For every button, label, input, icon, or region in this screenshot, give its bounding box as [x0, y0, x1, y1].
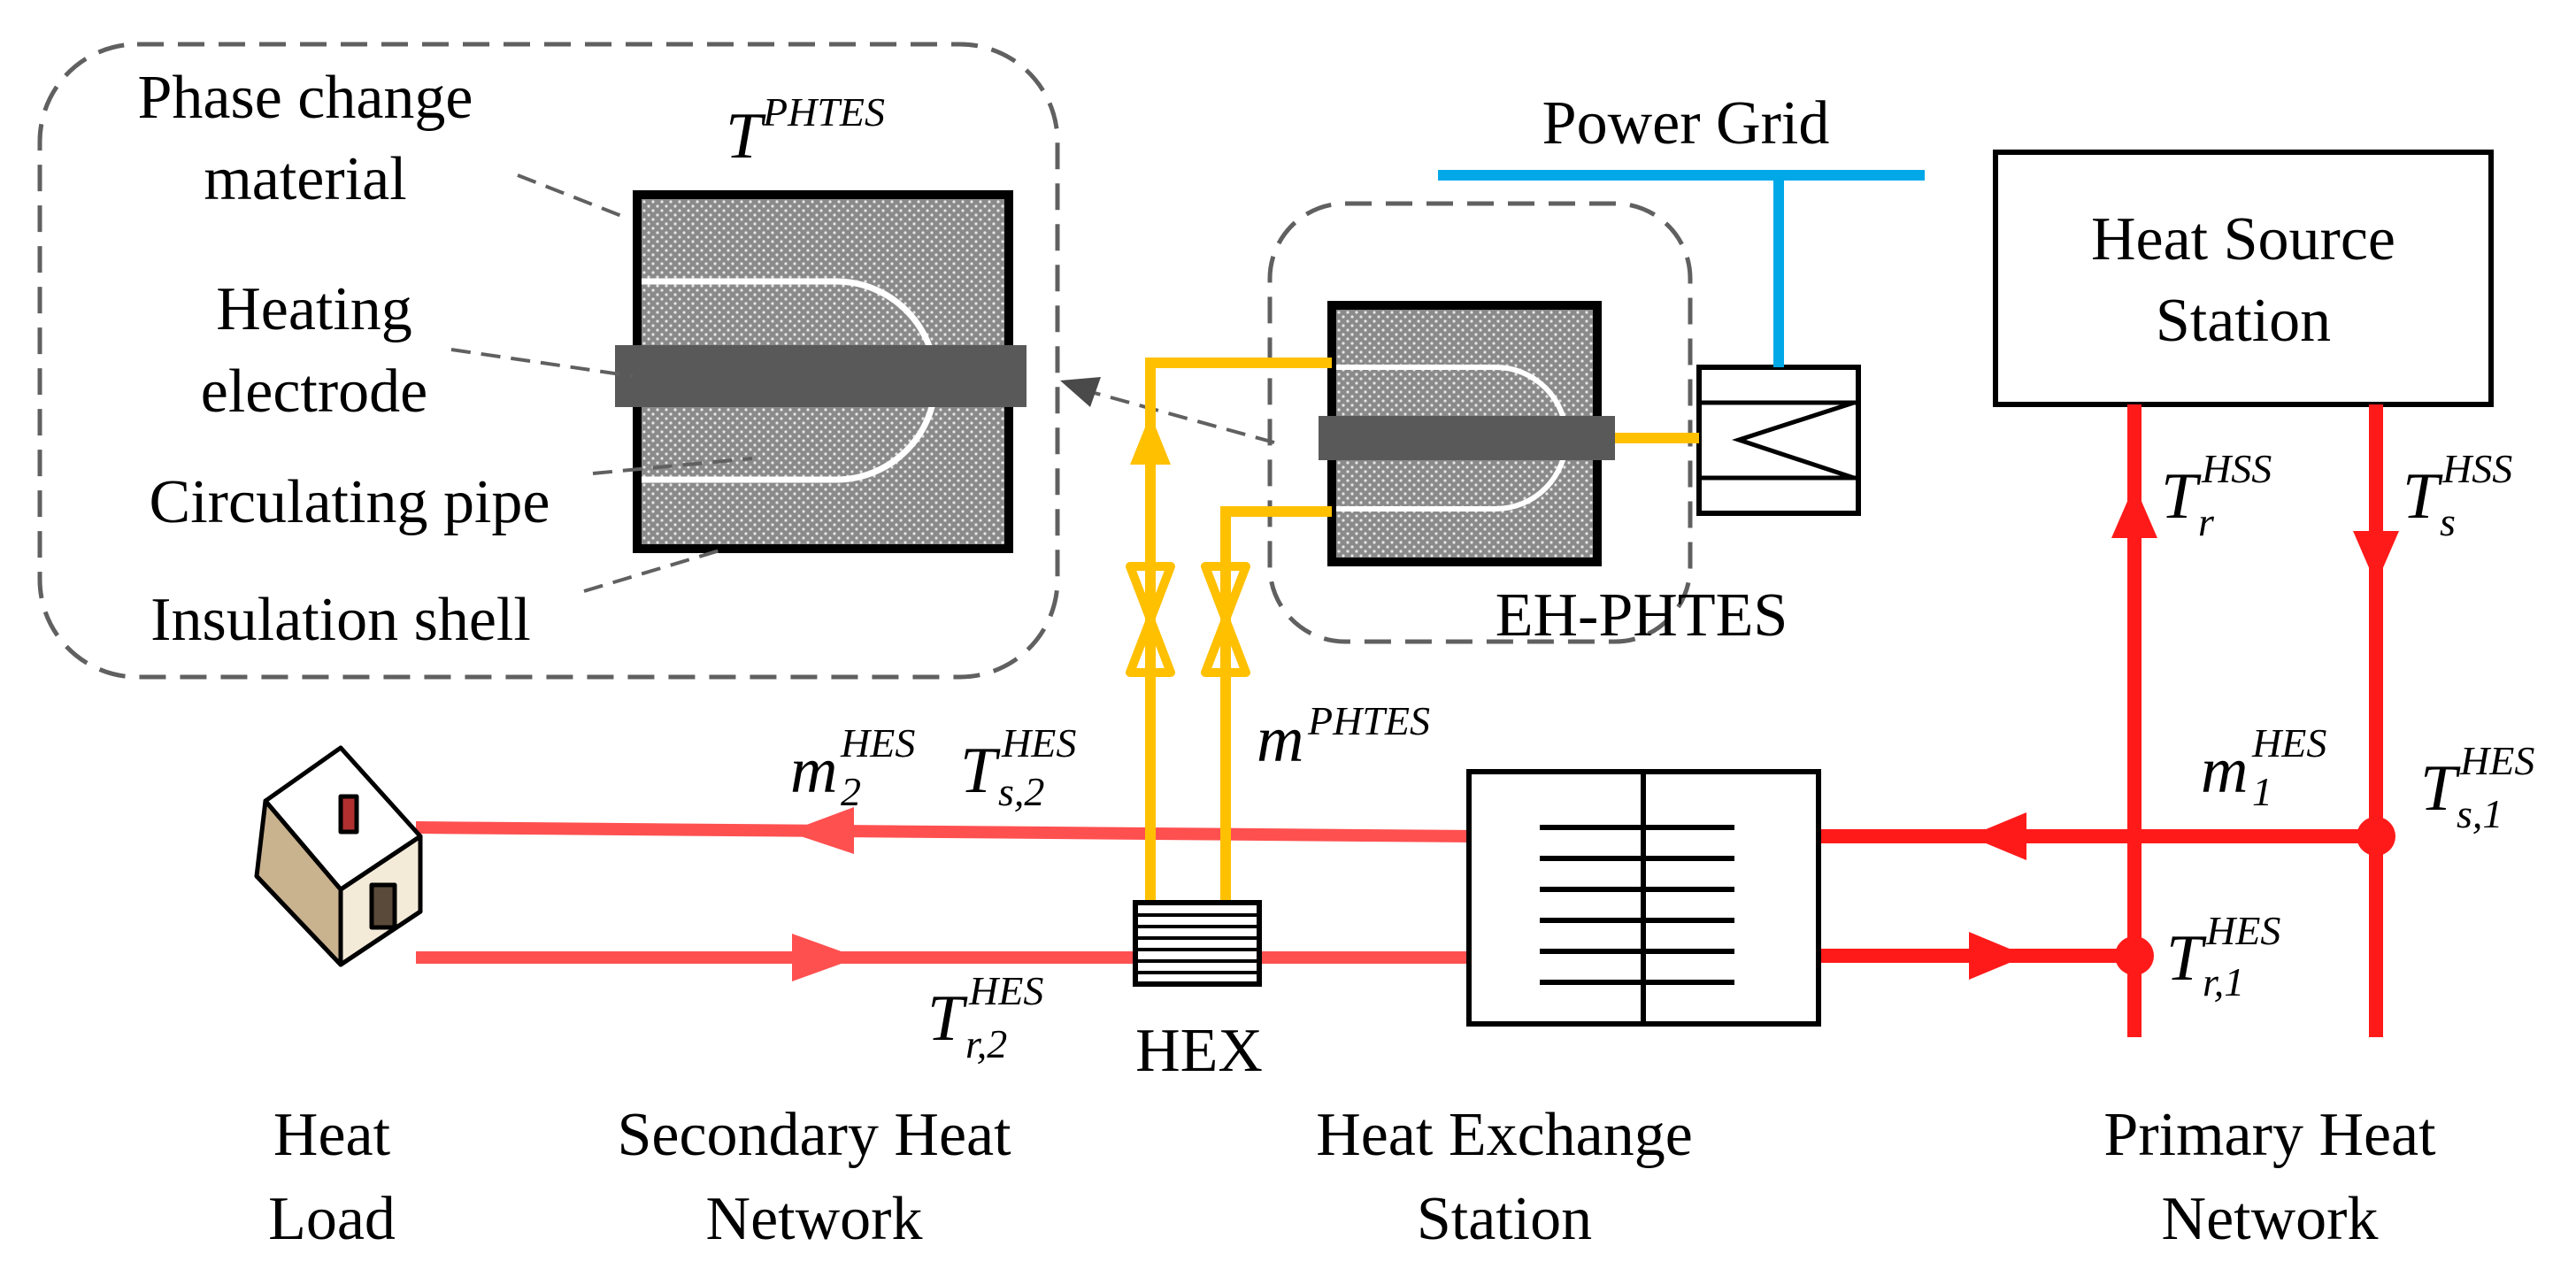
symbol-m2-hes: m HES 2 — [790, 720, 915, 814]
svg-text:HES: HES — [2459, 738, 2534, 783]
return-up-arrow — [2111, 485, 2157, 538]
node-ts1 — [2357, 817, 2395, 856]
label-exchange: Heat Exchange — [1316, 1101, 1693, 1169]
label-secondary: Secondary Heat — [617, 1101, 1011, 1169]
supply-left-arrow-2 — [788, 807, 854, 854]
label-power-grid: Power Grid — [1542, 89, 1830, 158]
svg-text:T: T — [2166, 922, 2207, 995]
svg-text:m: m — [1257, 704, 1303, 776]
house-icon — [254, 745, 423, 967]
svg-text:r,2: r,2 — [965, 1021, 1007, 1066]
supply-left-arrow — [1969, 812, 2026, 860]
label-primary: Primary Heat — [2103, 1101, 2436, 1169]
node-tr1 — [2115, 936, 2154, 975]
heat-exchange-station-box — [1466, 769, 1821, 1027]
svg-text:HSS: HSS — [2441, 446, 2512, 491]
label-station: Station — [2156, 287, 2331, 355]
svg-text:T: T — [2161, 460, 2202, 533]
electric-heater-icon — [1696, 365, 1861, 516]
secondary-flow-arrows — [788, 807, 858, 981]
symbol-tr1-hes: T HES r,1 — [2166, 908, 2280, 1004]
detail-labels: Phase change material Heating electrode … — [137, 64, 550, 654]
label-primary-network: Network — [2162, 1185, 2379, 1253]
svg-text:HES: HES — [840, 720, 915, 765]
svg-text:2: 2 — [841, 769, 861, 814]
svg-text:r: r — [2198, 499, 2215, 544]
label-insulation-shell: Insulation shell — [150, 586, 531, 654]
label-load: Load — [268, 1185, 396, 1253]
symbol-t-r-hss: T HSS r — [2161, 446, 2272, 544]
label-exchange-station: Station — [1417, 1185, 1592, 1253]
label-heat-source: Heat Source — [2091, 205, 2395, 273]
primary-flow-arrows — [1969, 485, 2399, 980]
storage-up-arrow — [1130, 414, 1171, 465]
svg-text:T: T — [960, 735, 1001, 807]
heating-electrode-bar — [615, 345, 1027, 407]
svg-text:r,1: r,1 — [2203, 959, 2244, 1004]
heat-exchanger-icon — [1133, 900, 1262, 987]
detail-leader-lines — [450, 173, 1275, 593]
label-hex: HEX — [1135, 1017, 1263, 1085]
valve-icon — [1126, 562, 1250, 677]
storage-loop-pipes — [1145, 358, 1332, 903]
secondary-heat-network-pipes — [415, 821, 1470, 964]
return-right-arrow-2 — [792, 934, 858, 981]
phtes-detail-unit — [615, 190, 1027, 553]
symbol-m1-hes: m HES 1 — [2201, 720, 2326, 814]
power-grid-line — [1438, 170, 1925, 367]
symbol-t-phtes: T PHTES — [726, 89, 885, 173]
svg-text:T: T — [927, 982, 968, 1055]
bottom-labels: Heat Load Secondary Heat Network Heat Ex… — [268, 1101, 2436, 1253]
svg-text:1: 1 — [2252, 769, 2272, 814]
label-heat: Heat — [273, 1101, 391, 1169]
svg-text:m: m — [2201, 735, 2248, 807]
label-eh-phtes: EH-PHTES — [1496, 581, 1788, 650]
return-right-arrow — [1969, 932, 2026, 980]
svg-text:s,2: s,2 — [998, 769, 1044, 814]
svg-text:HES: HES — [2251, 720, 2326, 765]
eh-phtes-enclosure — [1267, 201, 1693, 644]
svg-text:HES: HES — [968, 968, 1043, 1013]
eh-phtes-unit — [1319, 301, 1615, 566]
supply-down-arrow — [2353, 531, 2399, 584]
label-phase-change: Phase change — [137, 64, 473, 132]
svg-text:s: s — [2440, 499, 2456, 544]
label-electrode: electrode — [201, 358, 427, 426]
symbol-t-s-hss: T HSS s — [2403, 446, 2512, 544]
svg-text:HES: HES — [1001, 720, 1076, 765]
svg-text:T: T — [2420, 752, 2461, 825]
svg-text:T: T — [2403, 460, 2443, 533]
label-circulating-pipe: Circulating pipe — [150, 468, 550, 536]
label-secondary-network: Network — [706, 1185, 923, 1253]
symbol-ts2-hes: T HES s,2 — [960, 720, 1076, 814]
callout-arrowhead — [1060, 377, 1101, 407]
symbol-ts1-hes: T HES s,1 — [2420, 738, 2534, 836]
heat-source-station-box — [1993, 150, 2494, 407]
svg-text:PHTES: PHTES — [762, 89, 885, 135]
svg-text:m: m — [790, 735, 837, 807]
svg-text:HES: HES — [2205, 908, 2280, 953]
svg-text:HSS: HSS — [2201, 446, 2272, 491]
label-material: material — [204, 145, 406, 213]
svg-text:PHTES: PHTES — [1307, 698, 1430, 743]
label-heating: Heating — [216, 275, 412, 343]
symbol-tr2-hes: T HES r,2 — [927, 968, 1043, 1066]
svg-text:T: T — [726, 100, 766, 173]
phtes-detail-enclosure — [37, 42, 1060, 680]
svg-text:s,1: s,1 — [2457, 791, 2503, 836]
symbol-m-phtes: m PHTES — [1257, 698, 1430, 776]
eh-phtes-electrode — [1319, 416, 1615, 460]
